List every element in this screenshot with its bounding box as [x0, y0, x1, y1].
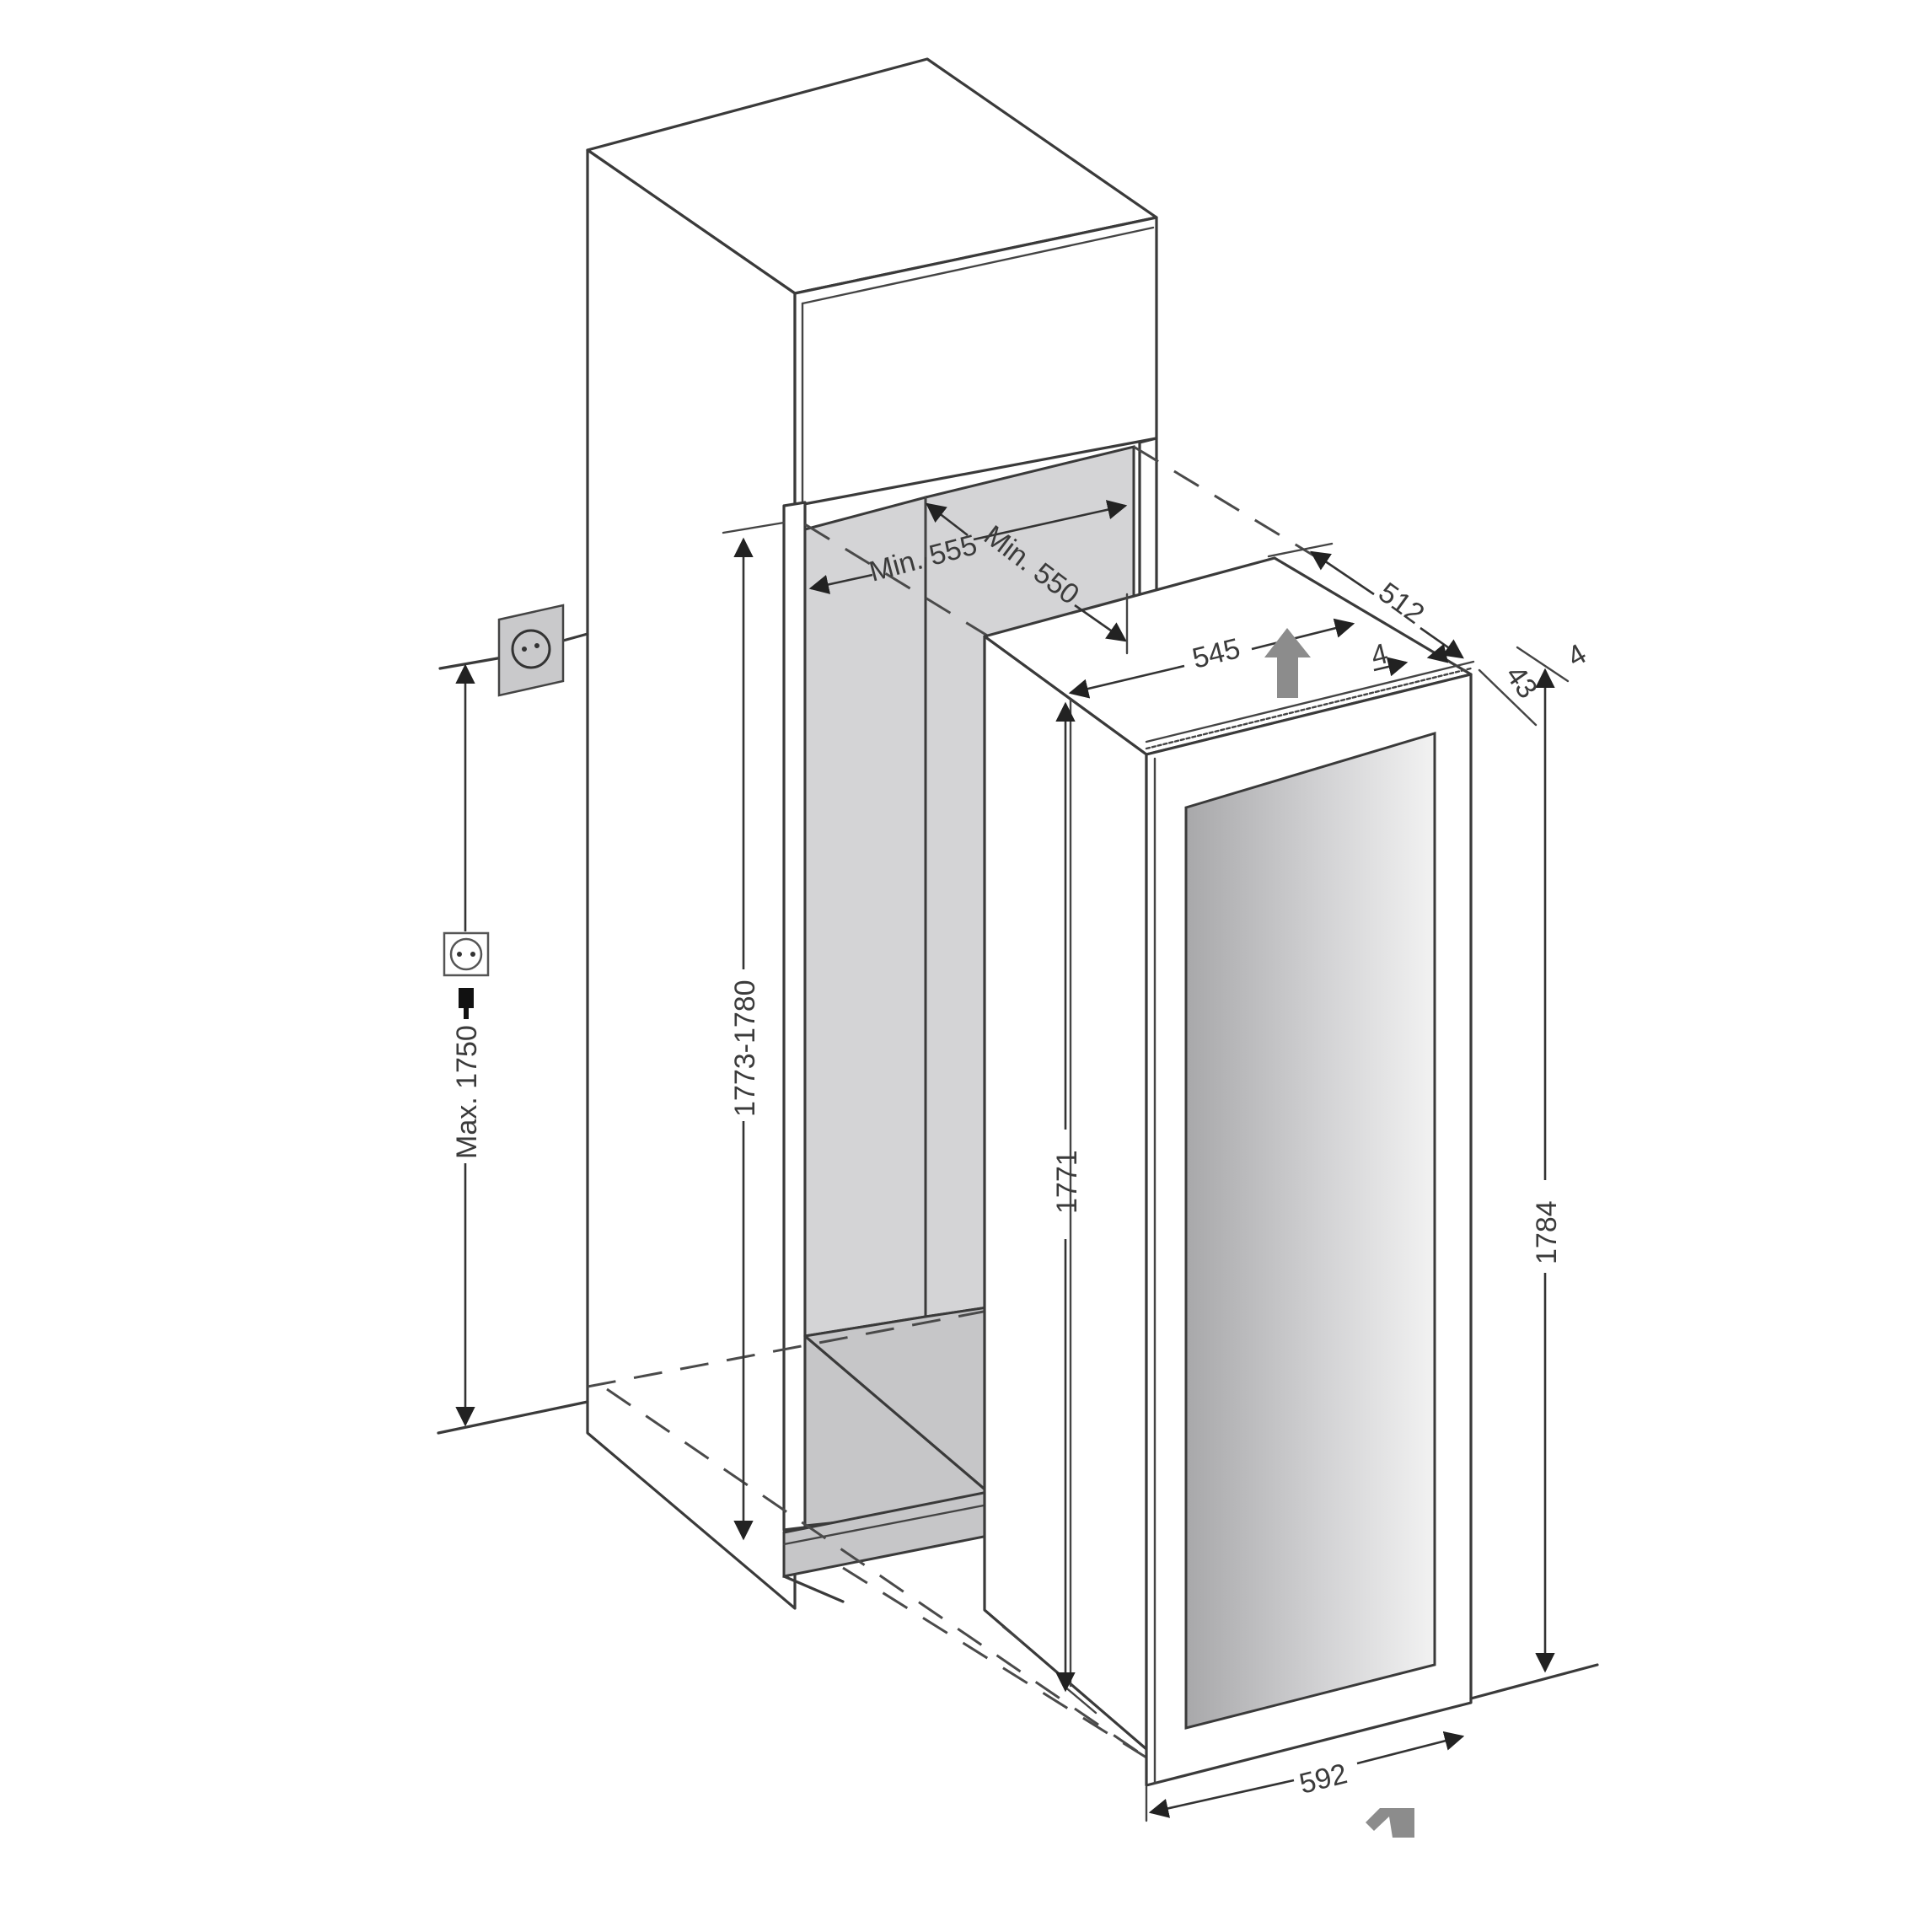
label-door-offset: 4 [1562, 638, 1591, 674]
label-appliance-overall-height: 1784 [1531, 1200, 1563, 1264]
niche-left-wall [803, 496, 927, 1338]
label-door-width: 592 [1296, 1758, 1350, 1801]
wine-cabinet-appliance [983, 556, 1475, 1787]
airflow-arrows [1264, 628, 1414, 1838]
label-socket-max-height: Max. 1750 [451, 1025, 483, 1159]
cabinet-side-panel [586, 148, 797, 1610]
airflow-in-arrow-icon [1366, 1808, 1414, 1838]
cabinet-left-front-strip [782, 501, 807, 1532]
plinth-foot-edge [782, 1575, 845, 1603]
door-glass-panel [1184, 731, 1436, 1730]
socket-plug-legend [443, 931, 490, 1019]
cabinet-top-edge-line [801, 226, 1155, 305]
dimension-lines [437, 496, 1599, 1822]
wall-socket [438, 604, 589, 697]
plug-legend-icon [459, 988, 474, 1008]
socket-level-line-left [438, 656, 504, 670]
airflow-out-arrow-icon [1264, 628, 1311, 698]
label-niche-height: 1773-1780 [729, 979, 761, 1117]
label-door-thickness: 43 [1499, 660, 1543, 705]
vent-grille-edge [1145, 660, 1475, 743]
niche-floor-edge [803, 1334, 990, 1494]
socket-face-icon [511, 629, 551, 669]
vent-grille [1145, 667, 1473, 750]
label-appliance-body-height: 1771 [1051, 1150, 1083, 1214]
reference-dashed-lines [587, 445, 1316, 1759]
floor-level-line [437, 1400, 589, 1435]
plinth-line [782, 1503, 990, 1546]
socket-level-line-right [561, 632, 589, 642]
